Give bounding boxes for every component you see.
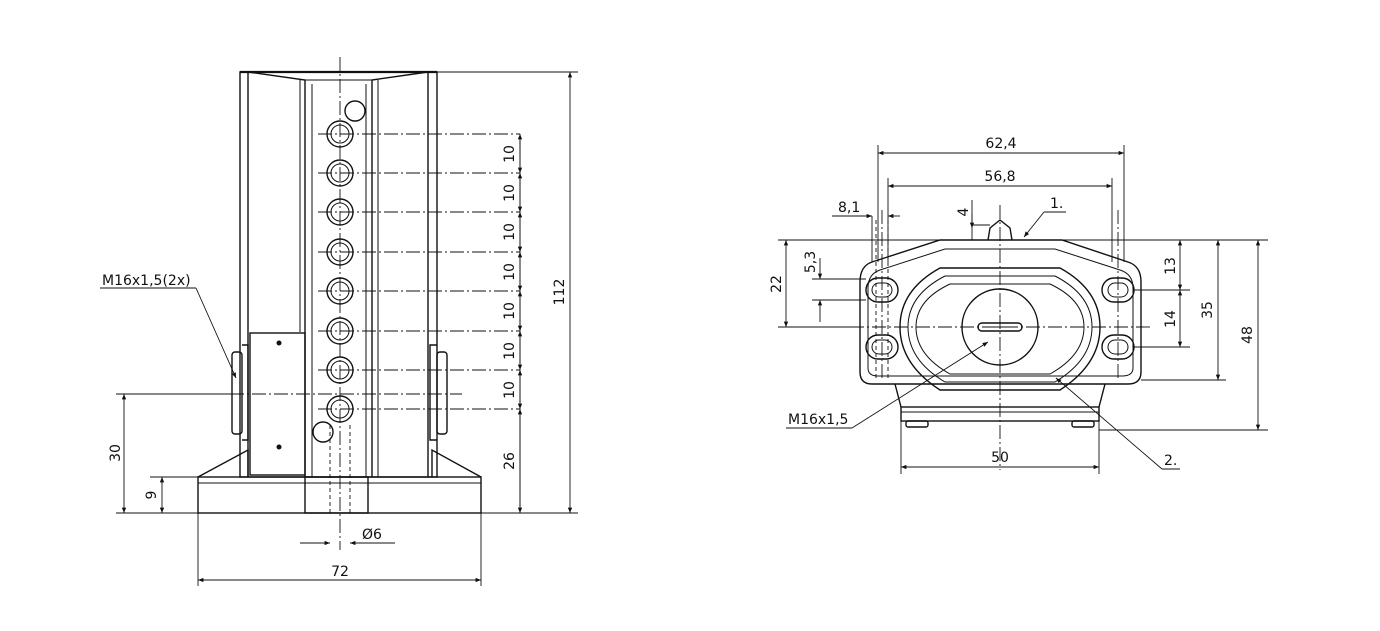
bottom-to-hole-label: 26 (502, 452, 518, 470)
top-offset-label: 4 (956, 207, 972, 216)
side-thread-label: M16x1,5 (788, 412, 848, 428)
height-48-label: 48 (1240, 326, 1256, 344)
callout-1-label: 1. (1050, 196, 1063, 212)
slot-width-label: 8,1 (838, 200, 860, 216)
pitch-label-2: 10 (502, 184, 518, 202)
pitch-label-6: 10 (502, 342, 518, 360)
height-14-label: 14 (1163, 310, 1179, 328)
height-22-label: 22 (769, 275, 785, 293)
side-view: 62,4 56,8 8,1 4 1. 22 5,3 (769, 136, 1268, 474)
hole-array (312, 100, 366, 443)
thread-height-label: 30 (108, 444, 124, 462)
front-view: 10 10 10 10 10 10 10 26 112 30 9 72 Ø6 M… (100, 57, 578, 586)
base-width-label: 50 (991, 450, 1009, 466)
pitch-label-3: 10 (502, 223, 518, 241)
callout-2-label: 2. (1164, 453, 1177, 469)
side-panel (249, 332, 306, 476)
height-5-3-label: 5,3 (803, 251, 819, 273)
side-housing (859, 239, 1142, 385)
base-height-label: 9 (144, 491, 160, 500)
base-plate (197, 476, 482, 514)
height-overall-label: 112 (552, 279, 568, 306)
thread-boss-left (231, 351, 243, 435)
front-thread-label: M16x1,5(2x) (102, 273, 191, 289)
width-label: 72 (331, 564, 349, 580)
pitch-label-1: 10 (502, 145, 518, 163)
pitch-label-7: 10 (502, 381, 518, 399)
pitch-label-5: 10 (502, 302, 518, 320)
width-inner-label: 56,8 (984, 169, 1015, 185)
housing-body (239, 71, 438, 478)
thread-boss-right (436, 351, 448, 435)
width-outer-label: 62,4 (985, 136, 1016, 152)
hole-diameter-label: Ø6 (362, 527, 382, 543)
height-35-label: 35 (1200, 301, 1216, 319)
height-13-label: 13 (1163, 257, 1179, 275)
pitch-label-4: 10 (502, 263, 518, 281)
gasket-ring (899, 267, 1101, 391)
